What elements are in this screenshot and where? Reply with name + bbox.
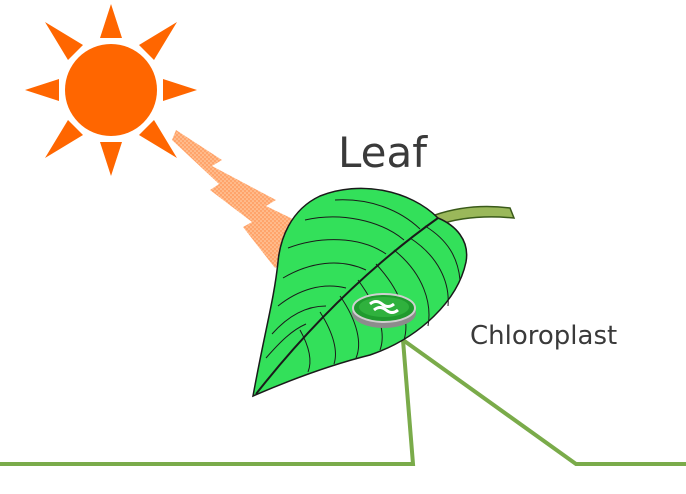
chloroplast-icon <box>352 294 416 328</box>
sun-icon <box>25 4 197 176</box>
leaf-icon <box>253 188 514 396</box>
leaf-label: Leaf <box>338 132 427 174</box>
chloroplast-label: Chloroplast <box>470 323 617 349</box>
